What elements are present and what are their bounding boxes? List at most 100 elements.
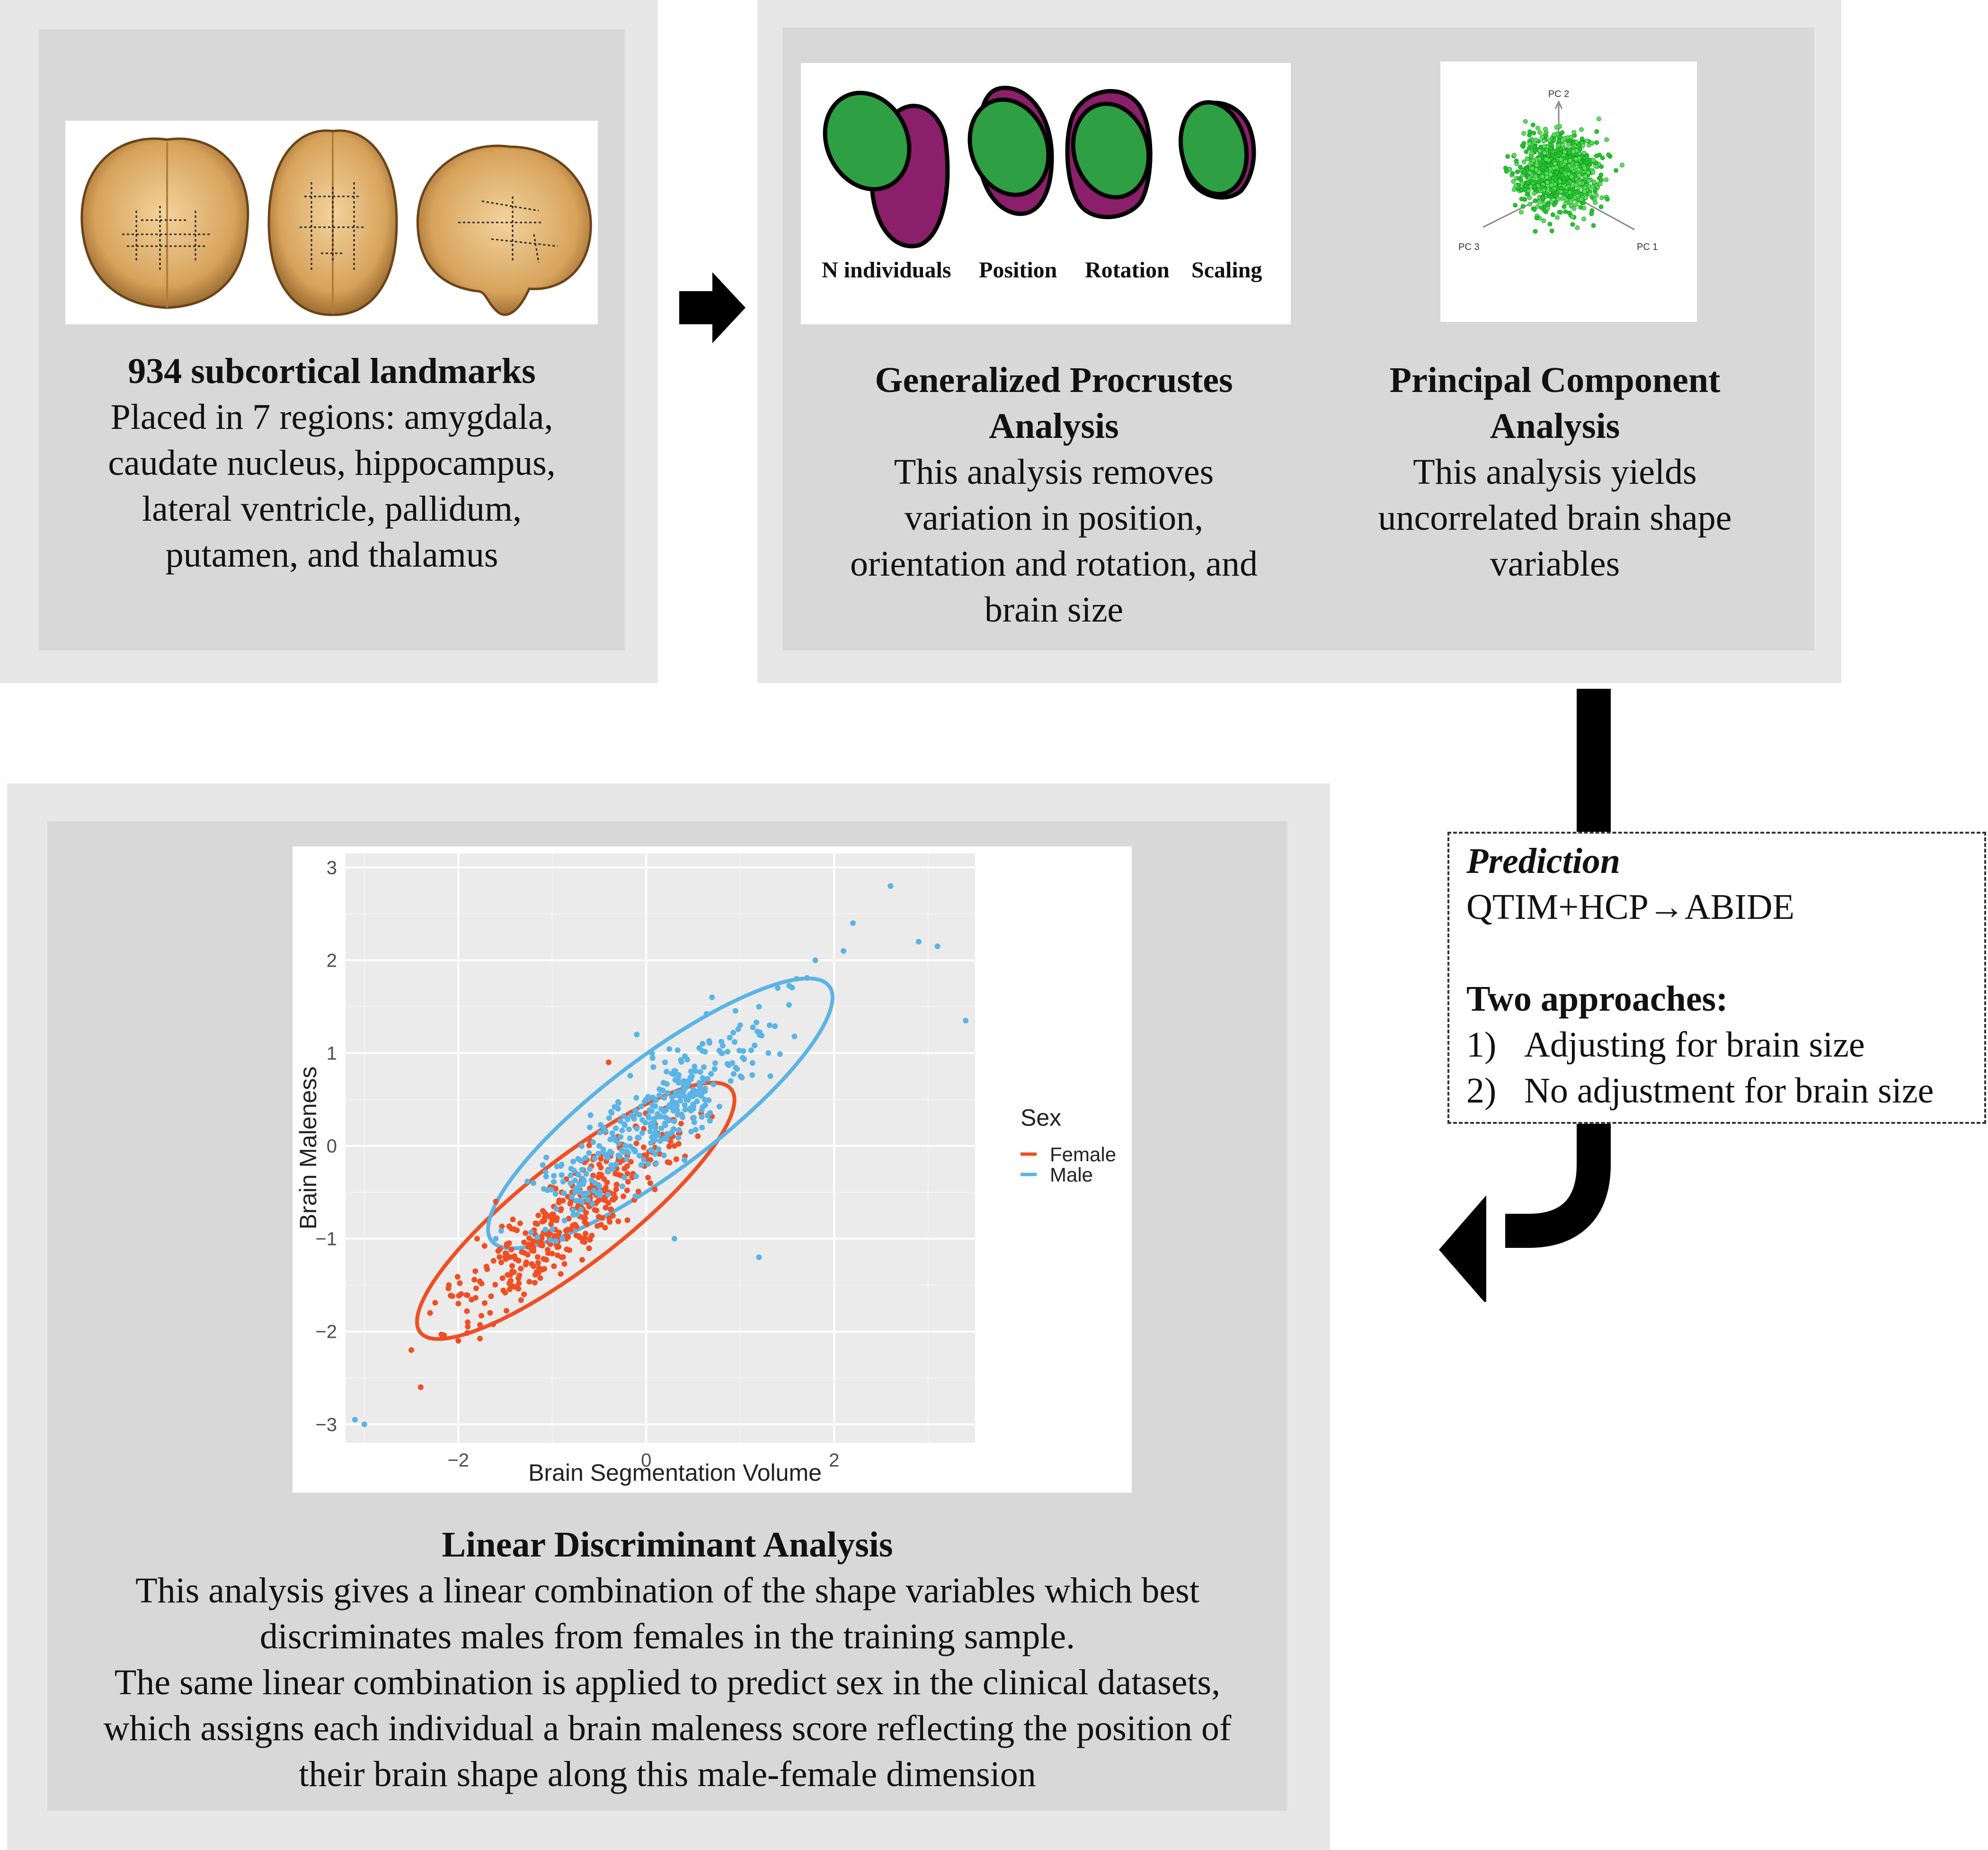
male-point (692, 1127, 699, 1133)
pca-point (1511, 152, 1517, 158)
pca-point (1550, 188, 1555, 193)
male-point (622, 1142, 629, 1148)
pca-point (1541, 139, 1546, 143)
male-point (706, 1038, 712, 1044)
female-point (551, 1263, 557, 1269)
male-point (642, 1120, 648, 1126)
male-point (730, 1030, 737, 1036)
female-point (510, 1216, 516, 1222)
pca-point (1599, 178, 1604, 183)
male-point (759, 1032, 765, 1039)
pca-point (1521, 131, 1526, 136)
male-point (786, 1002, 792, 1008)
pca-point (1540, 165, 1545, 170)
male-point (559, 1161, 565, 1167)
pca-point (1527, 141, 1532, 146)
female-point (657, 1151, 663, 1157)
pca-point (1529, 151, 1535, 156)
male-point (542, 1227, 549, 1233)
male-point (702, 1088, 708, 1094)
pca-point (1562, 176, 1567, 181)
male-point (730, 1071, 737, 1077)
pca-point (1558, 147, 1563, 152)
pca-scatter-3d: PC 2 PC 3 PC 1 (1458, 89, 1658, 252)
male-point (660, 1080, 666, 1086)
female-point (581, 1235, 587, 1241)
male-point (636, 1153, 642, 1159)
female-point (517, 1220, 523, 1227)
male-point (737, 1048, 743, 1054)
male-point (756, 1004, 762, 1010)
pca-point (1568, 199, 1573, 205)
male-point (590, 1139, 596, 1145)
pca-point (1560, 130, 1565, 135)
brain-landmark-views (80, 129, 592, 316)
male-point (707, 1118, 713, 1124)
x-axis-label: Brain Segmentation Volume (528, 1459, 822, 1486)
male-point (575, 1172, 581, 1178)
male-point (621, 1174, 628, 1181)
male-point (712, 1060, 718, 1066)
male-point (688, 1129, 694, 1135)
male-point (636, 1135, 642, 1141)
male-point (601, 1124, 607, 1130)
female-point (568, 1227, 574, 1233)
female-point (665, 1159, 671, 1165)
male-point (633, 1173, 639, 1179)
male-point (702, 1102, 709, 1108)
female-point (456, 1293, 462, 1299)
male-point (669, 1104, 675, 1111)
pca-point (1532, 144, 1537, 150)
female-point (549, 1217, 555, 1223)
pca-point (1605, 196, 1610, 202)
male-point (717, 1103, 723, 1110)
male-point (707, 1110, 713, 1116)
pca-point (1594, 140, 1599, 145)
male-point (634, 1032, 640, 1038)
male-point (577, 1189, 584, 1195)
pca-point (1556, 138, 1562, 143)
female-point (507, 1272, 514, 1278)
pca-point (1560, 142, 1565, 148)
male-point (756, 1254, 762, 1260)
female-point (628, 1159, 634, 1165)
female-point (457, 1280, 463, 1286)
male-point (542, 1169, 549, 1175)
female-point (477, 1335, 483, 1342)
male-point (719, 1042, 726, 1049)
male-point (664, 1068, 670, 1075)
male-point (675, 1075, 681, 1081)
male-point (649, 1050, 655, 1057)
male-point (652, 1151, 658, 1157)
pca-point (1539, 205, 1544, 210)
male-point (589, 1201, 595, 1207)
x-tick-label: −2 (447, 1450, 469, 1471)
pca-point (1529, 178, 1534, 184)
pca-point (1530, 166, 1535, 171)
pca-point (1549, 228, 1554, 233)
pca-point (1537, 130, 1543, 135)
male-point (638, 1162, 644, 1168)
male-point (608, 1109, 614, 1115)
female-point (675, 1141, 682, 1147)
female-point (624, 1217, 630, 1223)
pca-point (1553, 154, 1558, 159)
male-point (681, 1078, 687, 1084)
female-point (472, 1268, 479, 1274)
male-point (692, 1092, 699, 1098)
pca-point (1521, 141, 1526, 146)
landmarks-title: 934 subcortical landmarks (128, 351, 536, 391)
male-point (615, 1099, 621, 1105)
y-axis-label: Brain Maleness (295, 1067, 321, 1230)
pca-point (1584, 154, 1589, 159)
female-point (502, 1254, 508, 1260)
male-point (684, 1084, 690, 1090)
pca-point (1577, 142, 1582, 147)
male-point (655, 1132, 661, 1138)
pca-point (1591, 223, 1596, 228)
male-point (737, 1022, 743, 1028)
male-point (675, 1135, 682, 1141)
female-point (479, 1281, 485, 1287)
pca-point (1545, 188, 1551, 193)
male-point (710, 1081, 717, 1087)
